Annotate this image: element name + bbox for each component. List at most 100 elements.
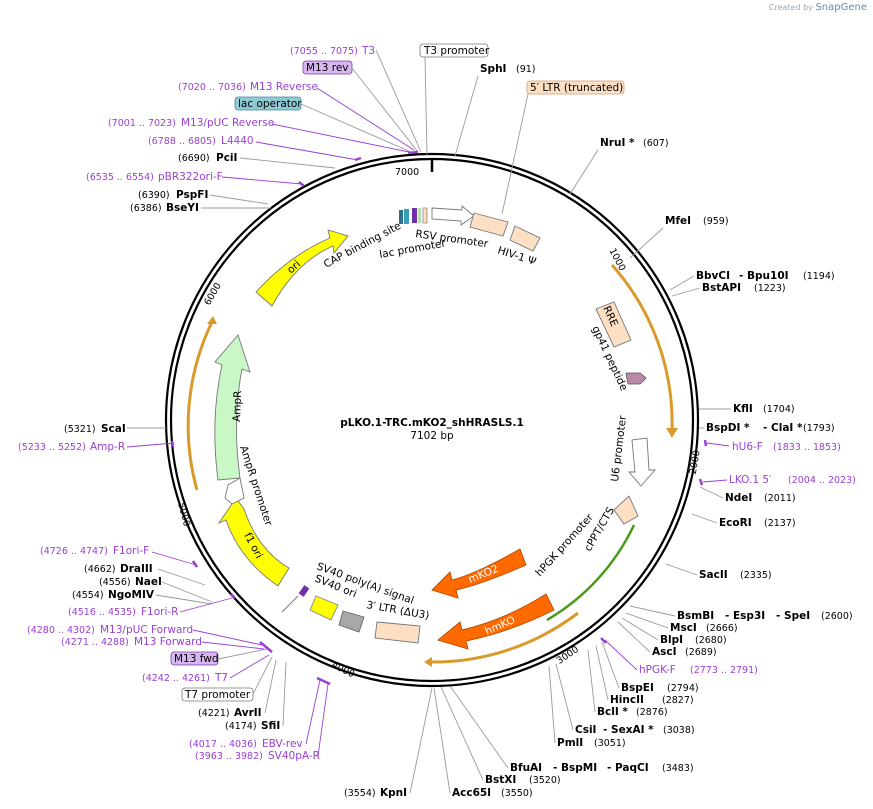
naei-name[interactable]: NaeI [135, 576, 162, 588]
m13puc-reverse-primer[interactable]: M13/pUC Reverse [181, 117, 274, 129]
bstapi-name[interactable]: BstAPI [702, 282, 741, 294]
m13puc-fwd-primer[interactable]: M13/pUC Forward [100, 624, 193, 636]
lac-operator-leader [300, 103, 412, 153]
pspfi-name[interactable]: PspFI [176, 189, 208, 201]
pcii-name[interactable]: PciI [216, 152, 237, 164]
f1ori-f-primer[interactable]: F1ori-F [113, 545, 149, 557]
bbvci-pos: (1194) [803, 271, 835, 282]
mfei-name[interactable]: MfeI [665, 215, 691, 227]
ecori-name[interactable]: EcoRI [719, 517, 752, 529]
mko2-arrow[interactable] [431, 548, 527, 599]
f1ori-r-leader [179, 597, 233, 613]
tick-7000: 7000 [395, 167, 419, 178]
pbr322-primer[interactable]: pBR322ori-F [158, 171, 223, 183]
bseyi-pos: (6386) [130, 203, 162, 214]
f1ori-f-pos: (4726 .. 4747) [40, 546, 108, 557]
kfli-name[interactable]: KflI [733, 403, 753, 415]
m13-fwd-box[interactable] [170, 651, 219, 666]
t3-primer[interactable]: T3 [361, 45, 375, 57]
bfuai-name[interactable]: BfuAI [510, 762, 542, 774]
plasmid-name: pLKO.1-TRC.mKO2_shHRASLS.1 [340, 417, 524, 429]
f1ori-r-primer[interactable]: F1ori-R [141, 606, 178, 618]
asci-pos: (2689) [685, 647, 717, 658]
m13-reverse-primer[interactable]: M13 Reverse [250, 81, 318, 93]
hpgk-f-primer[interactable]: hPGK-F [639, 664, 676, 676]
bcli-name[interactable]: BclI * [597, 706, 628, 718]
bstxi-name[interactable]: BstXI [485, 774, 516, 786]
ndei-name[interactable]: NdeI [725, 492, 752, 504]
acc65i-name[interactable]: Acc65I [452, 787, 491, 799]
esp3i-name[interactable]: - Esp3I [725, 610, 765, 622]
msci-name[interactable]: MscI [670, 622, 697, 634]
t3-promoter-label: T3 promoter [423, 45, 490, 57]
avrii-name[interactable]: AvrII [234, 707, 262, 719]
t3-promoter-leader [424, 56, 428, 156]
ebv-rev-primer[interactable]: EBV-rev [262, 738, 303, 750]
bspmi-name[interactable]: - BspMI [553, 762, 597, 774]
t3-promoter-box[interactable] [419, 43, 489, 58]
nrui-name[interactable]: NruI * [600, 137, 635, 149]
blpi-name[interactable]: BlpI [660, 634, 683, 646]
ecori-leader [691, 513, 718, 524]
primer-mark-top [407, 150, 419, 155]
pcii-leader [239, 157, 336, 169]
bcli-pos: (2876) [636, 707, 668, 718]
t7-promoter-box[interactable] [181, 687, 254, 702]
ngomiv-name[interactable]: NgoMIV [108, 589, 155, 601]
hincii-name[interactable]: HincII [610, 694, 644, 706]
small-ltr-mark [422, 207, 428, 224]
blpi-pos: (2680) [695, 635, 727, 646]
t7-primer[interactable]: T7 [214, 672, 228, 684]
ampr-arrow[interactable] [214, 334, 251, 481]
right-annotations: NruI * (607) MfeI (959) BbvCI - Bpu10I (… [548, 137, 856, 749]
lko-primer[interactable]: LKO.1 5′ [729, 474, 772, 486]
bspei-name[interactable]: BspEI [621, 682, 654, 694]
spei-name[interactable]: - SpeI [776, 610, 810, 622]
lko-leader [702, 479, 728, 483]
sexai-name[interactable]: - SexAI * [603, 724, 654, 736]
sv40pa-r-primer[interactable]: SV40pA-R [268, 750, 320, 762]
backbone-outer-ring [164, 152, 700, 688]
l4440-primer[interactable]: L4440 [221, 135, 254, 147]
t7-leader [229, 654, 270, 679]
f1ori-f-leader [151, 551, 197, 566]
m13-rev-box[interactable] [302, 60, 353, 75]
m13-forward-primer[interactable]: M13 Forward [134, 636, 202, 648]
scai-name[interactable]: ScaI [101, 423, 126, 435]
ori-arrow[interactable] [255, 229, 349, 307]
bspdi-name[interactable]: BspDI * [706, 422, 750, 434]
lac-operator-box[interactable] [234, 96, 302, 111]
primer-marks [170, 150, 708, 686]
csii-name[interactable]: CsiI [575, 724, 596, 736]
pmli-name[interactable]: PmlI [557, 737, 583, 749]
ecori-pos: (2137) [764, 518, 796, 529]
sv40-polya-box [309, 595, 339, 621]
pmli-pos: (3051) [594, 738, 626, 749]
pmli-leader [548, 665, 556, 744]
sphi-name[interactable]: SphI [480, 63, 506, 75]
bcli-leader [587, 649, 596, 713]
sacii-name[interactable]: SacII [699, 569, 728, 581]
gp41-arrow [625, 372, 647, 385]
f1-ori-arrow[interactable] [217, 497, 290, 587]
ampr-primer-leader [126, 442, 175, 448]
kpni-name[interactable]: KpnI [380, 787, 407, 799]
m13-forward-pos: (4271 .. 4288) [61, 637, 129, 648]
bbvci-name[interactable]: BbvCI [696, 270, 730, 282]
t7-promoter-mark [281, 595, 299, 613]
bsmbi-name[interactable]: BsmBI [677, 610, 714, 622]
asci-name[interactable]: AscI [652, 646, 677, 658]
draiii-name[interactable]: DraIII [120, 563, 153, 575]
clai-name[interactable]: - ClaI * [763, 422, 803, 434]
bseyi-name[interactable]: BseYI [166, 202, 199, 214]
bpu10i-name[interactable]: - Bpu10I [739, 270, 789, 282]
ampr-primer[interactable]: Amp-R [90, 441, 125, 453]
bfuai-leader [449, 685, 509, 769]
paqci-name[interactable]: - PaqCI [607, 762, 649, 774]
sfii-name[interactable]: SfiI [261, 720, 280, 732]
nrui-pos: (607) [643, 138, 669, 149]
top-annotations: T3 promoter SphI (91) 5′ LTR (truncated) [419, 43, 625, 215]
hu6-f-primer[interactable]: hU6-F [732, 441, 763, 453]
hmko-arrow[interactable] [437, 593, 555, 650]
ltr5-box[interactable] [526, 80, 625, 95]
